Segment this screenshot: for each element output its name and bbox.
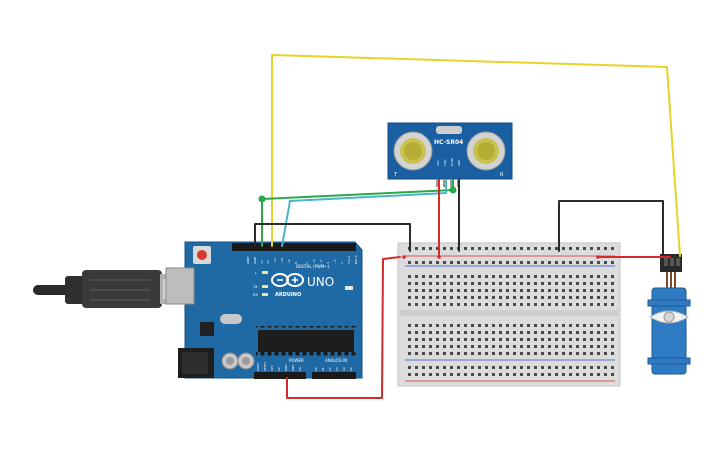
- arduino-model: UNO: [307, 275, 334, 289]
- power-rail-bottom-1[interactable]: [405, 362, 615, 369]
- pin-label-ioref: IOREF: [256, 362, 260, 371]
- power-rail-bottom-2[interactable]: [405, 372, 615, 379]
- digital-label: DIGITAL (PWM~): [296, 264, 330, 269]
- wire-joint: [449, 186, 457, 194]
- servo-body: [651, 287, 687, 375]
- center-channel: [400, 310, 618, 316]
- wire-joint: [258, 195, 266, 203]
- pin-label-gnd: GND: [284, 365, 288, 371]
- servo-mount-tab: [647, 357, 691, 365]
- pin-label: 8: [294, 262, 298, 264]
- arduino-board[interactable]: ARDUINO UNO DIGITAL (PWM~) POWER ANALOG …: [165, 241, 363, 379]
- pin-label: ~9: [287, 259, 291, 264]
- ultrasonic-sensor[interactable]: HC-SR04 T R VCC TRIG ECHO GND: [387, 122, 513, 187]
- wire-black-gnd-servo[interactable]: [558, 200, 664, 257]
- led-l-label: L: [255, 271, 257, 275]
- led-rx: [262, 293, 268, 296]
- analog-label: ANALOG IN: [325, 358, 347, 363]
- wire-end: [437, 255, 441, 259]
- pin-label: 2: [340, 262, 344, 264]
- usb-socket: [165, 267, 195, 305]
- pin-label-a5: A5: [349, 367, 353, 371]
- servo-leads: [666, 272, 676, 290]
- servo-mount-tab: [647, 299, 691, 307]
- crystal: [220, 314, 242, 324]
- sensor-mark-r: R: [500, 172, 504, 178]
- wire-end: [596, 255, 600, 259]
- pin-label-a4: A4: [342, 367, 346, 371]
- arduino-logo: [271, 273, 304, 287]
- sensor-pin-vcc[interactable]: [436, 179, 438, 187]
- pin-label-5v: 5V: [277, 367, 281, 371]
- pin-label-reset: RESET: [263, 362, 267, 371]
- led-on: [345, 286, 353, 290]
- led-rx-label: RX: [253, 293, 258, 297]
- breadboard[interactable]: [397, 242, 621, 387]
- pin-label: ~5: [319, 259, 323, 264]
- sensor-pin-echo[interactable]: [450, 179, 452, 187]
- led-tx-label: TX: [252, 285, 258, 289]
- sensor-pin-label-trig: TRIG: [443, 159, 447, 167]
- pin-label-a2: A2: [328, 367, 332, 371]
- sensor-pin-trig[interactable]: [443, 179, 445, 187]
- terminal-block-top[interactable]: [405, 271, 615, 307]
- servo-horn[interactable]: [649, 310, 689, 324]
- analog-header[interactable]: [312, 372, 356, 379]
- wire-red-5v[interactable]: [286, 256, 401, 399]
- sensor-mark-t: T: [393, 172, 398, 178]
- wire-cyan-sensor[interactable]: [281, 179, 447, 247]
- sensor-pin-label-gnd: GND: [457, 160, 461, 166]
- pin-label-a1: A1: [321, 367, 325, 371]
- pin-label: TX→1: [347, 256, 351, 265]
- power-header[interactable]: [254, 372, 306, 379]
- pin-label: ~10: [280, 258, 284, 264]
- pin-label-3v3: 3V3: [270, 365, 274, 371]
- pin-label: ~6: [312, 259, 316, 264]
- power-rail-top-1[interactable]: [405, 247, 615, 254]
- pin-label: 13: [260, 260, 264, 264]
- pin-label: ~3: [333, 259, 337, 264]
- pin-label: ~11: [273, 258, 277, 264]
- wire-green-sensor[interactable]: [261, 179, 454, 247]
- pin-label: 12: [266, 260, 270, 264]
- pin-label-gnd: GND: [253, 256, 257, 264]
- wire-end: [402, 255, 406, 259]
- pin-label-a0: A0: [314, 367, 318, 371]
- pin-label: 4: [326, 262, 330, 264]
- transmitter-transducer: [393, 131, 433, 171]
- sensor-pin-label-vcc: VCC: [436, 160, 440, 166]
- sensor-label: HC-SR04: [434, 139, 463, 146]
- receiver-transducer: [466, 131, 506, 171]
- wire-yellow-servo-signal[interactable]: [271, 54, 681, 257]
- led-tx: [262, 285, 268, 288]
- arduino-brand: ARDUINO: [275, 292, 301, 298]
- pin-label-gnd: GND: [291, 365, 295, 371]
- usb-chip: [200, 322, 214, 336]
- pin-label: 7: [305, 262, 309, 264]
- wires: [254, 54, 681, 399]
- pin-label: RX←0: [354, 255, 358, 264]
- pin-label-aref: AREF: [246, 256, 250, 264]
- terminal-block-bottom[interactable]: [405, 320, 615, 356]
- power-label: POWER: [289, 358, 304, 363]
- pin-label-a3: A3: [335, 367, 339, 371]
- sensor-pin-label-echo: ECHO: [450, 157, 454, 166]
- servo-motor[interactable]: [647, 254, 691, 375]
- digital-pin-labels: AREF GND 13 12 ~11 ~10 ~9 8 7 ~6 ~5 4 ~3…: [246, 255, 358, 265]
- power-pin-labels: IOREF RESET 3V3 5V GND GND Vin A0 A1 A2 …: [256, 362, 353, 371]
- atmega-chip: [258, 330, 354, 352]
- wire-black-gnd-arduino[interactable]: [254, 223, 411, 252]
- power-rail-top-2[interactable]: [405, 258, 615, 265]
- led-l: [262, 271, 268, 274]
- pin-label-vin: Vin: [298, 366, 302, 371]
- sensor-crystal: [436, 126, 462, 134]
